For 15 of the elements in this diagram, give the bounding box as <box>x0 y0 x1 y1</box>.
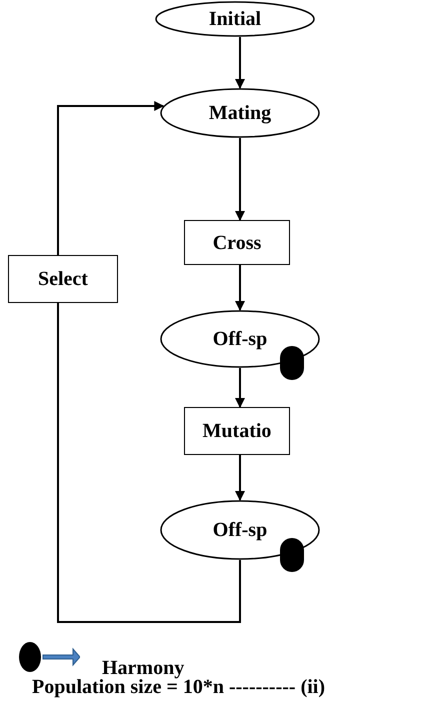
node-label: Select <box>38 269 88 289</box>
formula-text: Population size = 10*n ---------- (ii) <box>32 677 326 697</box>
node-label: Mutatio <box>202 421 272 441</box>
arrow <box>57 101 164 255</box>
arrow <box>235 368 245 408</box>
node-label: Off-sp <box>212 329 268 349</box>
arrow <box>235 265 245 311</box>
node-label: Initial <box>208 9 262 29</box>
arrow <box>235 455 245 501</box>
node-label: Mating <box>208 103 272 123</box>
legend-label: Harmony <box>102 658 184 678</box>
node-label: Off-sp <box>212 520 268 540</box>
node-label: Cross <box>212 232 262 252</box>
arrow <box>235 37 245 89</box>
arrow <box>235 138 245 221</box>
